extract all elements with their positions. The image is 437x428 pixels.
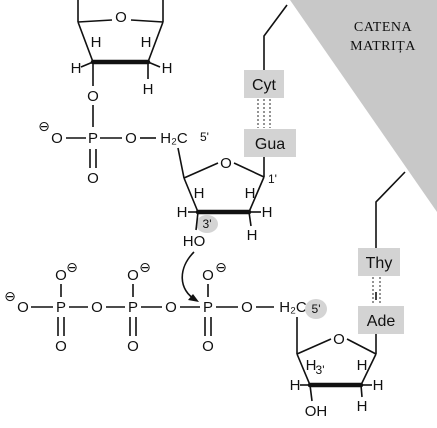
banner-line-1: CATENA [354, 20, 413, 35]
base-ade-label: Ade [367, 313, 396, 330]
triphosphate: ⊖ O P O ⊖ O O P O ⊖ O O P O ⊖ O O [4, 260, 327, 355]
middle-sugar: O 1' H H H H H 3' HO [177, 147, 277, 250]
beta-charge: ⊖ [139, 260, 151, 276]
top-sugar-h2: H [141, 34, 152, 51]
top-sugar-c4-c3 [77, 21, 94, 63]
alpha-o-ester: O [241, 299, 253, 316]
bottom-sugar-hydroxyl: OH [305, 403, 328, 420]
upper-phosphate-charge: ⊖ [38, 119, 50, 135]
bottom-sugar-c4-c3 [296, 353, 311, 386]
bottom-sugar-h5: H [357, 398, 368, 415]
middle-sugar-ch2-c4 [177, 147, 185, 179]
top-sugar-o-left [77, 19, 113, 23]
top-sugar-o3: O [87, 88, 99, 105]
beta-o-top: O [127, 267, 139, 284]
middle-sugar-c4-o [183, 162, 219, 179]
middle-sugar-1prime: 1' [268, 172, 277, 186]
template-strand-banner [290, 0, 437, 212]
middle-sugar-ring-oxygen: O [220, 155, 232, 172]
middle-sugar-h4: H [262, 204, 273, 221]
beta-phosphorus: P [128, 299, 138, 316]
middle-sugar-3prime-highlight [196, 215, 218, 233]
gamma-o-top: O [55, 267, 67, 284]
bottom-sugar-c4-o [296, 338, 332, 355]
bottom-sugar-5prime-highlight [305, 299, 327, 319]
middle-sugar-c1-c2 [248, 176, 265, 213]
template-backbone-bottom [375, 171, 406, 248]
bottom-sugar-h5-bond [360, 384, 363, 398]
template-backbone-top [263, 4, 288, 70]
bottom-sugar-3prime: 3' [316, 363, 325, 377]
bottom-sugar-o-c1 [346, 338, 377, 355]
top-sugar-o-right [130, 19, 164, 23]
bottom-sugar-5prime: 5' [312, 302, 321, 316]
upper-phosphate-o-right: O [125, 130, 137, 147]
base-thy-label: Thy [366, 255, 393, 272]
bottom-sugar-ring-oxygen: O [333, 331, 345, 348]
triphosphate-o-terminal: O [17, 299, 29, 316]
bottom-sugar: O H H H H H 3' OH [290, 317, 384, 420]
gamma-o-bottom: O [55, 338, 67, 355]
base-box-ade [358, 306, 404, 334]
middle-sugar-h2: H [245, 185, 256, 202]
triphosphate-charge-left: ⊖ [4, 289, 16, 305]
top-sugar-h3: H [71, 60, 82, 77]
nucleophilic-attack-arrow [181, 251, 197, 301]
alpha-o-bottom: O [202, 338, 214, 355]
alpha-phosphorus: P [203, 299, 213, 316]
bottom-sugar-h4: H [373, 377, 384, 394]
bridge-o-1: O [91, 299, 103, 316]
top-sugar-h4-bond [147, 61, 161, 68]
bottom-sugar-ch2: H₂C [279, 299, 307, 316]
middle-sugar-3prime: 3' [203, 217, 212, 231]
top-sugar-h4: H [162, 60, 173, 77]
middle-sugar-h3: H [177, 204, 188, 221]
base-gua-label: Gua [255, 136, 285, 153]
bridge-o-2: O [165, 299, 177, 316]
middle-sugar-ch2: H₂C [160, 130, 188, 147]
base-cyt-label: Cyt [252, 77, 277, 94]
base-box-cyt [244, 70, 284, 98]
alpha-o-top: O [202, 267, 214, 284]
base-box-gua [244, 129, 296, 157]
middle-sugar-5prime: 5' [200, 130, 209, 144]
top-sugar-h1: H [91, 34, 102, 51]
beta-o-bottom: O [127, 338, 139, 355]
middle-sugar-c4-c3 [183, 177, 199, 213]
middle-sugar-o3-bond [195, 211, 199, 231]
gamma-charge: ⊖ [66, 260, 78, 276]
top-sugar-h3-bond [80, 61, 94, 68]
upper-phosphate-o-left: O [51, 130, 63, 147]
banner-line-2: MATRIȚA [350, 39, 416, 54]
top-sugar-c1-c2 [147, 21, 164, 63]
upper-phosphate-o-bottom: O [87, 170, 99, 187]
upper-phosphate-p: P [88, 130, 98, 147]
middle-sugar-h5-bond [248, 211, 252, 227]
bottom-sugar-oh-bond [309, 384, 313, 402]
middle-sugar-h1: H [194, 185, 205, 202]
middle-sugar-h5: H [247, 227, 258, 244]
middle-sugar-hydroxyl: HO [183, 233, 206, 250]
bottom-sugar-c1-c2 [360, 353, 377, 386]
bottom-sugar-h3: H [290, 377, 301, 394]
bottom-sugar-h2: H [357, 357, 368, 374]
gamma-phosphorus: P [56, 299, 66, 316]
attack-arrowhead [188, 294, 199, 302]
top-sugar-h5: H [143, 81, 154, 98]
alpha-charge: ⊖ [215, 260, 227, 276]
top-sugar: O H H H H H O [71, 0, 173, 105]
base-box-thy [358, 248, 400, 276]
bottom-sugar-h1: H [306, 357, 317, 374]
middle-sugar-o-c1 [233, 162, 265, 178]
top-sugar-ring-oxygen: O [115, 9, 127, 26]
upper-phosphate: ⊖ O P O O H₂C 5' [38, 105, 209, 187]
